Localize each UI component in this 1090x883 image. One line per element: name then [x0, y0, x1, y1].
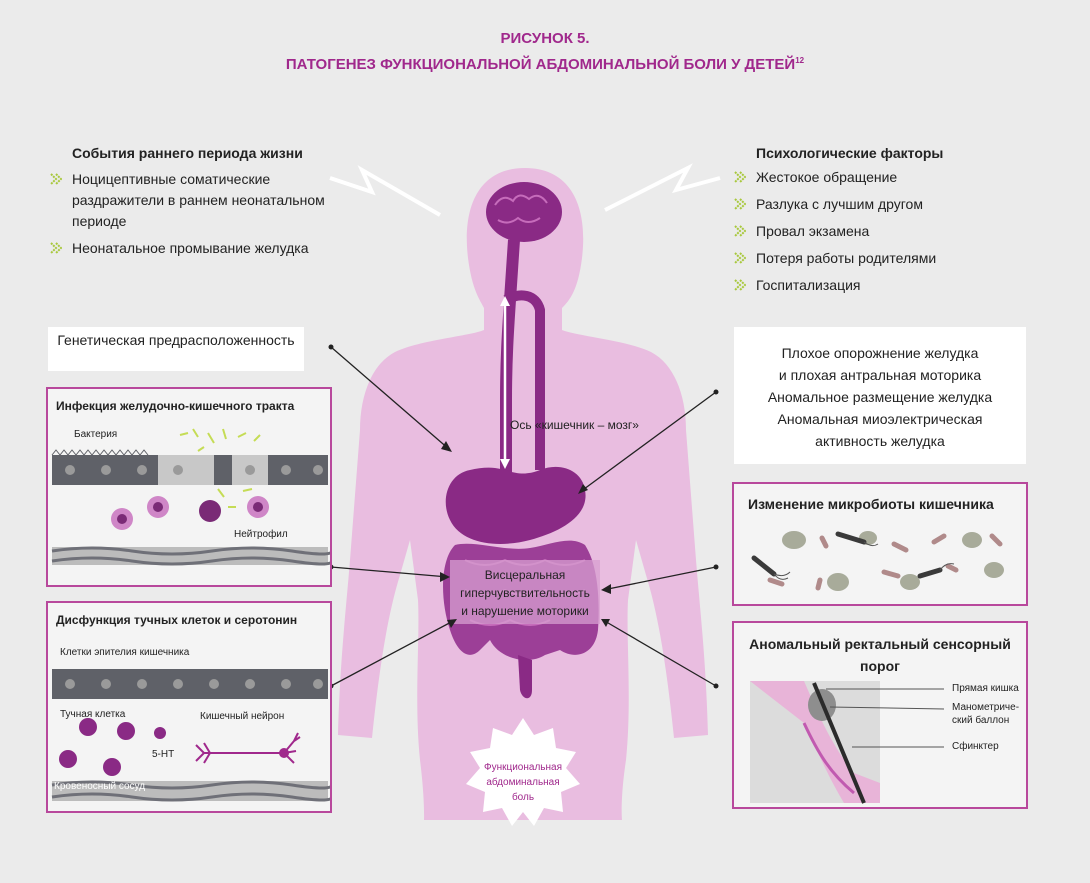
axis-label: Ось «кишечник – мозг» [510, 418, 639, 432]
chevron-right-icon [734, 279, 746, 291]
early-life-section: События раннего периода жизни Ноцицептив… [50, 145, 325, 265]
neuron-label: Кишечный нейрон [200, 711, 285, 722]
rectal-title: Аномальный ректальный сенсорный порог [749, 636, 1011, 674]
chevron-right-icon [50, 173, 62, 185]
psych-section: Психологические факторы Жестокое обращен… [734, 145, 1034, 302]
epithelium-cells [51, 449, 328, 485]
neutrophil-icon [111, 496, 269, 530]
lightning-right-icon [604, 163, 721, 212]
pain-burst-icon [466, 718, 580, 826]
sphincter-label: Сфинктер [952, 741, 999, 752]
mast-cell-label: Тучная клетка [60, 709, 126, 720]
neutrophil-label: Нейтрофил [234, 529, 288, 540]
early-life-item: Неонатальное промывание желудка [50, 238, 325, 259]
psych-item: Жестокое обращение [734, 167, 1034, 188]
figure-title: ПАТОГЕНЕЗ ФУНКЦИОНАЛЬНОЙ АБДОМИНАЛЬНОЙ Б… [285, 56, 805, 73]
bacteria-label: Бактерия [74, 429, 118, 440]
lightning-left-icon [329, 165, 441, 217]
rectum-diagram [750, 681, 945, 804]
epithelium-label: Клетки эпителия кишечника [60, 647, 190, 658]
mast-title: Дисфункция тучных клеток и серотонин [56, 613, 298, 627]
balloon-label: Манометриче-ский баллон [952, 702, 1020, 726]
microbiota-title: Изменение микробиоты кишечника [748, 496, 994, 512]
neuron-icon [195, 732, 301, 764]
neuron-body-icon [279, 748, 289, 758]
stomach-icon [445, 466, 586, 544]
chevron-right-icon [734, 198, 746, 210]
chevron-right-icon [50, 242, 62, 254]
mast-cell-icon [59, 718, 166, 776]
psych-item: Провал экзамена [734, 221, 1034, 242]
bacteria-icon [179, 428, 261, 510]
rectal-panel: Аномальный ректальный сенсорный порог Пр… [732, 621, 1028, 809]
psych-item: Разлука с лучшим другом [734, 194, 1034, 215]
infection-panel: Инфекция желудочно-кишечного тракта Бакт… [46, 387, 332, 587]
serotonin-label: 5-НТ [152, 749, 175, 760]
mast-panel: Дисфункция тучных клеток и серотонин Кле… [46, 601, 332, 813]
early-life-heading: События раннего периода жизни [72, 145, 303, 161]
blood-vessel [51, 546, 330, 566]
psych-item: Госпитализация [734, 275, 1034, 296]
vessel-label: Кровеносный сосуд [54, 781, 146, 792]
psych-heading: Психологические факторы [756, 145, 944, 161]
microbiota-panel: Изменение микробиоты кишечника [732, 482, 1028, 606]
brain-icon [486, 182, 562, 242]
infection-title: Инфекция желудочно-кишечного тракта [56, 399, 295, 413]
rectum-label: Прямая кишка [952, 683, 1019, 694]
genetic-box: Генетическая предрасположенность [48, 327, 304, 371]
psych-item: Потеря работы родителями [734, 248, 1034, 269]
chevron-right-icon [734, 252, 746, 264]
early-life-item: Ноцицептивные соматические раздражители … [50, 169, 325, 232]
chevron-right-icon [734, 171, 746, 183]
chevron-right-icon [734, 225, 746, 237]
microbes-icon [751, 531, 1004, 591]
figure-number: РИСУНОК 5. [500, 30, 590, 47]
